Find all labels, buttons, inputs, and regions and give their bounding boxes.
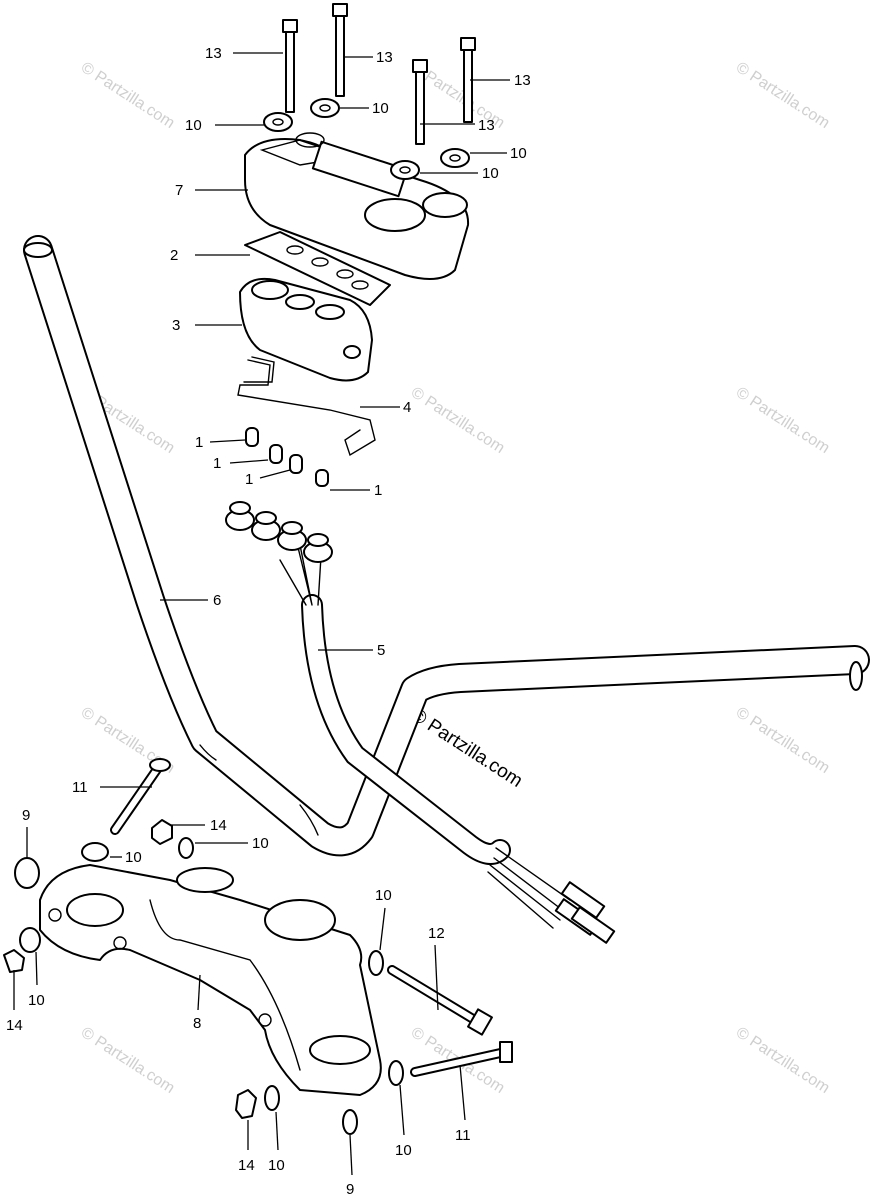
callout-5: 5 bbox=[377, 642, 385, 659]
callout-11: 11 bbox=[72, 779, 88, 796]
callout-4: 4 bbox=[403, 399, 411, 416]
callout-1: 1 bbox=[245, 471, 253, 488]
callout-10: 10 bbox=[510, 145, 527, 162]
callout-10: 10 bbox=[252, 835, 269, 852]
watermark-main: © Partzilla.com bbox=[407, 705, 526, 792]
watermark: © Partzilla.com bbox=[733, 1024, 833, 1097]
callout-9: 9 bbox=[346, 1181, 354, 1198]
callout-3: 3 bbox=[172, 317, 180, 334]
callout-14: 14 bbox=[6, 1017, 23, 1034]
wire-harness-part-5 bbox=[279, 534, 616, 944]
callout-1: 1 bbox=[213, 455, 221, 472]
watermark: © Partzilla.com bbox=[733, 384, 833, 457]
callout-7: 7 bbox=[175, 182, 183, 199]
callout-1: 1 bbox=[374, 482, 382, 499]
callout-11: 11 bbox=[455, 1127, 471, 1144]
bolt-part-11 bbox=[110, 758, 513, 1077]
bolt-part-13 bbox=[282, 3, 476, 145]
leader-lines bbox=[13, 52, 510, 1176]
upper-holder-part-7 bbox=[244, 132, 470, 280]
callout-6: 6 bbox=[213, 592, 221, 609]
callout-12: 12 bbox=[428, 925, 445, 942]
pin-part-1 bbox=[245, 427, 329, 487]
callout-2: 2 bbox=[170, 247, 178, 264]
callout-13: 13 bbox=[514, 72, 531, 89]
callout-13: 13 bbox=[478, 117, 495, 134]
callout-10: 10 bbox=[125, 849, 142, 866]
watermark: © Partzilla.com bbox=[733, 59, 833, 132]
callout-9: 9 bbox=[22, 807, 30, 824]
bolt-part-12 bbox=[387, 965, 493, 1036]
callout-14: 14 bbox=[210, 817, 227, 834]
handlebar-part-6 bbox=[23, 235, 870, 857]
callout-10: 10 bbox=[185, 117, 202, 134]
watermark: © Partzilla.com bbox=[78, 1024, 178, 1097]
wire-clip-part-4 bbox=[237, 356, 376, 457]
switch-block-part-3 bbox=[239, 277, 373, 382]
callout-14: 14 bbox=[238, 1157, 255, 1174]
connector-cluster bbox=[225, 501, 333, 563]
callout-13: 13 bbox=[376, 49, 393, 66]
watermark: © Partzilla.com bbox=[408, 384, 508, 457]
gasket-part-2 bbox=[244, 231, 391, 306]
callout-8: 8 bbox=[193, 1015, 201, 1032]
callout-1: 1 bbox=[195, 434, 203, 451]
watermark: © Partzilla.com bbox=[78, 59, 178, 132]
lower-holder-part-8 bbox=[39, 864, 382, 1096]
callout-labels: 13 13 13 13 10 10 10 10 7 2 3 4 1 1 1 1 … bbox=[6, 45, 531, 1198]
washer-part-9 bbox=[14, 857, 40, 889]
watermark: © Partzilla.com bbox=[733, 704, 833, 777]
callout-10: 10 bbox=[482, 165, 499, 182]
callout-10: 10 bbox=[372, 100, 389, 117]
callout-10: 10 bbox=[28, 992, 45, 1009]
callout-13: 13 bbox=[205, 45, 222, 62]
hardware-lower bbox=[3, 819, 404, 1135]
callout-10: 10 bbox=[375, 887, 392, 904]
callout-10: 10 bbox=[268, 1157, 285, 1174]
callout-10: 10 bbox=[395, 1142, 412, 1159]
washer-part-10 bbox=[263, 98, 470, 180]
